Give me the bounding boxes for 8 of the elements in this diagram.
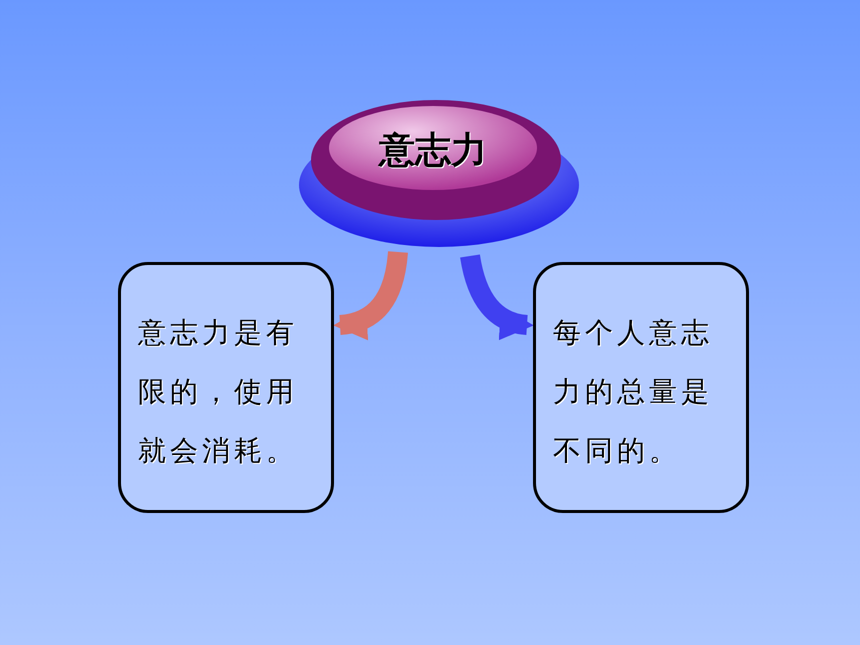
oval-button	[298, 100, 580, 248]
card-text: 每个人意志力的总量是不同的。	[553, 315, 714, 469]
card-text: 意志力是有限的，使用就会消耗。	[138, 315, 299, 469]
text-card	[118, 262, 334, 513]
curved-arrow	[460, 254, 534, 339]
text-card	[533, 262, 749, 513]
node-label: 意志力	[379, 129, 487, 173]
curved-arrow	[333, 250, 408, 339]
